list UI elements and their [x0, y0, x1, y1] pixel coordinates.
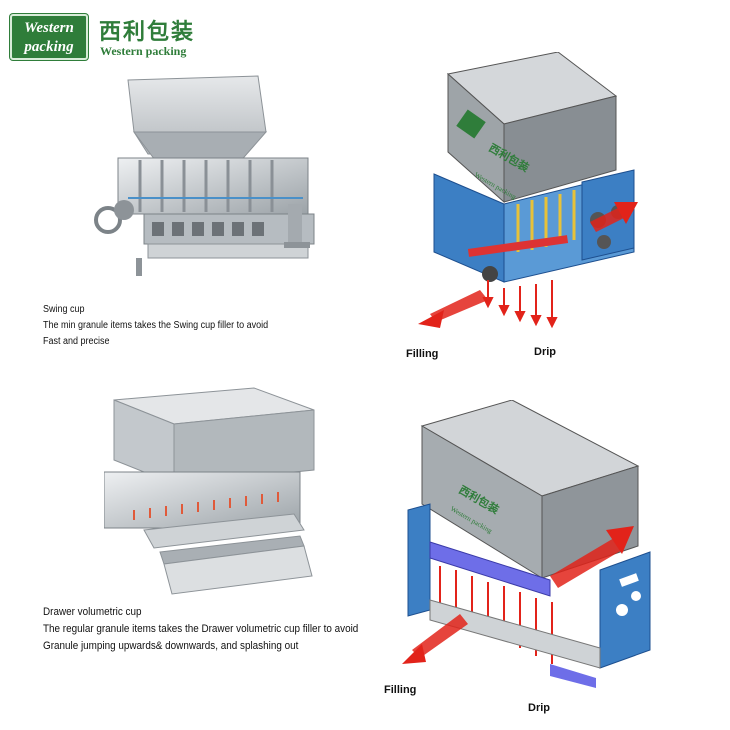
drawer-cup-machine-photo: [104, 387, 315, 595]
drawer-cup-caption: Drawer volumetric cup The regular granul…: [43, 604, 358, 655]
drip-label-top: Drip: [534, 346, 556, 358]
swing-cup-title: Swing cup: [43, 304, 85, 315]
logo-line2: packing: [24, 39, 74, 55]
brand-name-cn: 西利包装: [99, 20, 196, 45]
drawer-cup-line2: Granule jumping upwards& downwards, and …: [43, 640, 299, 652]
drawer-cup-line1: The regular granule items takes the Draw…: [43, 623, 359, 635]
brand-name-en: Western packing: [100, 44, 187, 58]
brand-logo: Western packing: [10, 14, 88, 60]
drawer-cup-cutaway-diagram: 西利包装 Western packing: [402, 400, 651, 688]
swing-cup-line1: The min granule items takes the Swing cu…: [43, 320, 269, 331]
logo-line1: Western: [24, 20, 74, 36]
swing-cup-line2: Fast and precise: [43, 336, 110, 347]
swing-cup-caption: Swing cup The min granule items takes th…: [43, 302, 268, 350]
drip-label-bottom: Drip: [528, 702, 550, 714]
swing-cup-machine-photo: [94, 75, 315, 276]
swing-cup-cutaway-diagram: 西利包装 Western packing: [418, 52, 638, 329]
drawer-cup-title: Drawer volumetric cup: [43, 606, 142, 618]
filling-label-top: Filling: [406, 348, 439, 360]
filling-label-bottom: Filling: [384, 684, 417, 696]
